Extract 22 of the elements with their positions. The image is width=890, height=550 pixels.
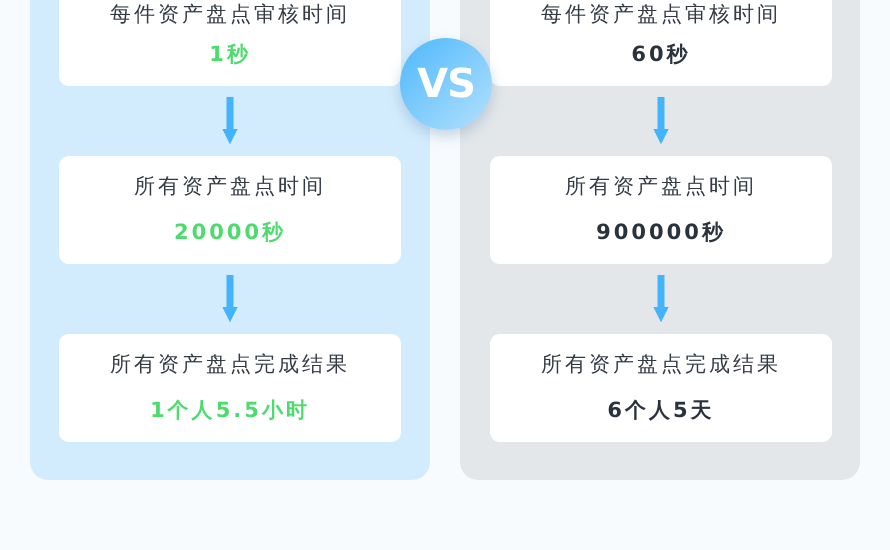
arrow <box>222 97 238 144</box>
card-value: 1秒 <box>208 41 252 68</box>
info-card <box>490 334 832 442</box>
arrow <box>222 275 238 322</box>
card-value: 60秒 <box>630 41 692 68</box>
card-title: 每件资产盘点审核时间 <box>109 1 351 28</box>
info-card <box>59 334 401 442</box>
card-value: 6个人5天 <box>606 397 716 424</box>
info-card <box>59 156 401 264</box>
card-title: 所有资产盘点时间 <box>133 173 327 200</box>
card-title: 所有资产盘点完成结果 <box>540 351 782 378</box>
card-title: 所有资产盘点时间 <box>564 173 758 200</box>
card-value: 20000秒 <box>172 219 288 246</box>
card-title: 所有资产盘点完成结果 <box>109 351 351 378</box>
arrow <box>653 275 669 322</box>
info-card <box>490 0 832 86</box>
arrow <box>653 97 669 144</box>
info-card <box>59 0 401 86</box>
info-card <box>490 156 832 264</box>
card-value: 1个人5.5小时 <box>149 397 311 424</box>
card-title: 每件资产盘点审核时间 <box>540 1 782 28</box>
card-value: 900000秒 <box>595 219 727 246</box>
